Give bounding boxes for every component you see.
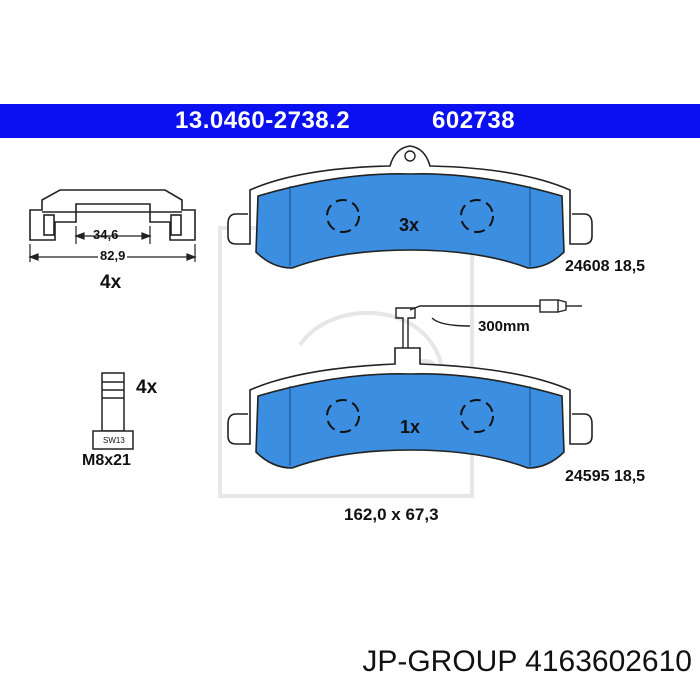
sensor-length: 300mm <box>478 318 530 335</box>
header-banner: 13.0460-2738.2 602738 <box>0 104 700 138</box>
pad-bottom-pin-right <box>460 399 494 433</box>
clip-dimension-inner <box>74 226 152 244</box>
pad-top-friction <box>255 173 565 269</box>
pad-dimensions: 162,0 x 67,3 <box>344 505 439 524</box>
clip-dim-outer-label: 82,9 <box>98 248 128 263</box>
pad-top-pin-left <box>326 199 360 233</box>
wear-sensor <box>395 299 582 352</box>
pad-bottom-code: 24595 18,5 <box>565 468 646 485</box>
pad-top-code: 24608 18,5 <box>565 258 646 275</box>
brake-pad-bottom <box>227 347 593 469</box>
clip-drawing <box>29 189 196 241</box>
clip-dim-inner-label: 34,6 <box>93 227 119 242</box>
pad-bottom-qty: 1x <box>400 417 421 437</box>
pad-bottom-pin-left <box>326 399 360 433</box>
ref-number: 602738 <box>432 107 516 134</box>
pad-top-qty: 3x <box>399 215 420 235</box>
bolt-size: M8x21 <box>82 452 131 469</box>
watermark-logo <box>218 226 474 498</box>
footer-part-number: 4163602610 <box>525 645 692 678</box>
pad-bottom-friction <box>255 373 565 469</box>
footer: JP-GROUP 4163602610 <box>0 645 692 679</box>
footer-brand: JP-GROUP <box>362 645 517 678</box>
pad-top-pin-right <box>460 199 494 233</box>
pad-top-tab-hole <box>404 150 416 162</box>
brake-pad-top <box>227 145 593 269</box>
clip-qty: 4x <box>100 272 122 293</box>
bolt-qty: 4x <box>136 377 158 398</box>
bolt-head-mark: SW13 <box>103 436 125 445</box>
part-number: 13.0460-2738.2 <box>175 107 351 134</box>
bolt-drawing <box>92 372 134 450</box>
